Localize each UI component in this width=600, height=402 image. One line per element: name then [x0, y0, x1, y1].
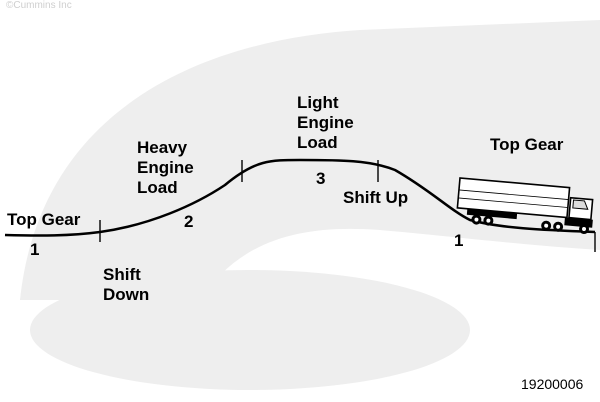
label-heavy-line-2: Engine: [137, 158, 194, 177]
label-shift-down-line-2: Down: [103, 285, 150, 304]
label-shift-up: Shift Up: [343, 188, 409, 207]
label-light-engine-load: Light Engine Load: [297, 93, 354, 153]
label-heavy-engine-load: Heavy Engine Load: [137, 138, 194, 198]
point-1-right: 1: [454, 231, 464, 250]
point-3: 3: [316, 169, 326, 188]
label-shift-down: Shift Down: [103, 265, 149, 305]
label-light-line-1: Light: [297, 93, 339, 112]
figure-number: 19200006: [521, 376, 584, 392]
label-shift-down-line-1: Shift: [103, 265, 141, 284]
label-light-line-2: Engine: [297, 113, 354, 132]
label-heavy-line-1: Heavy: [137, 138, 188, 157]
label-light-line-3: Load: [297, 133, 338, 152]
copyright-text: ©Cummins Inc: [6, 0, 72, 11]
semi-truck-icon: [456, 177, 594, 235]
point-1-left: 1: [30, 240, 40, 259]
label-top-gear-right: Top Gear: [490, 135, 564, 154]
label-heavy-line-3: Load: [137, 178, 178, 197]
point-2: 2: [184, 212, 194, 231]
label-top-gear-left: Top Gear: [7, 210, 81, 229]
